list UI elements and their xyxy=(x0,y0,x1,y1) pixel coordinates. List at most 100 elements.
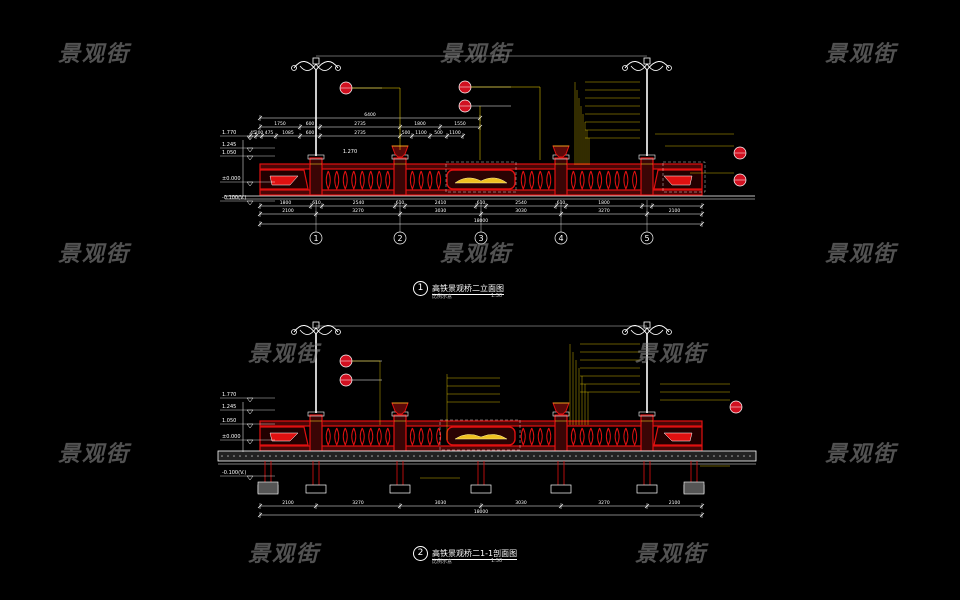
dim-label: 600 xyxy=(306,121,315,127)
baluster xyxy=(579,170,585,191)
slab-hatch-dot xyxy=(245,455,247,457)
grid-axis-label: 2 xyxy=(397,234,402,243)
slab-hatch-dot xyxy=(683,455,685,457)
slab-hatch-dot xyxy=(551,455,553,457)
baluster xyxy=(334,170,340,191)
drawing-subtitle: 比例示意 xyxy=(432,294,453,300)
lamp-arm xyxy=(293,61,339,71)
dim-tick xyxy=(313,503,319,509)
slab-hatch-dot xyxy=(605,455,607,457)
lamp-head xyxy=(335,65,341,71)
dim-tick xyxy=(273,133,279,139)
slab-hatch-dot xyxy=(515,455,517,457)
slab-hatch-dot xyxy=(473,455,475,457)
slab-hatch-dot xyxy=(743,455,745,457)
grid-axis-label: 1 xyxy=(313,234,318,243)
baluster xyxy=(546,170,552,191)
dim-tick xyxy=(437,124,443,130)
lamp-head xyxy=(335,329,341,335)
detail-box xyxy=(662,161,706,193)
pillar xyxy=(640,157,654,196)
grid-axis-bubble xyxy=(309,231,323,245)
slab-hatch-dot xyxy=(485,455,487,457)
bottom-rail xyxy=(259,189,703,196)
slab-hatch-dot xyxy=(455,455,457,457)
baluster xyxy=(579,427,585,447)
deck-slab xyxy=(217,450,757,462)
slab-hatch-dot xyxy=(329,455,331,457)
slab-hatch-dot xyxy=(281,455,283,457)
dim-tick xyxy=(257,211,263,217)
lamp-arm xyxy=(293,325,339,335)
footing xyxy=(389,484,411,494)
centre-panel xyxy=(446,426,516,446)
baluster xyxy=(376,427,382,447)
slab-hatch-dot xyxy=(431,455,433,457)
baluster xyxy=(529,427,535,447)
dim-tick xyxy=(257,115,263,121)
slab-hatch-dot xyxy=(527,455,529,457)
level-label: 1.050 xyxy=(222,150,236,156)
slab-hatch-dot xyxy=(653,455,655,457)
slab-hatch-dot xyxy=(341,455,343,457)
dim-tick xyxy=(297,133,303,139)
slab-hatch-dot xyxy=(395,455,397,457)
lamp-arm xyxy=(624,61,670,71)
slab-hatch-dot xyxy=(323,455,325,457)
dim-label: 500 xyxy=(434,130,443,136)
drawing-title: 高铁景观桥二1-1剖面图 xyxy=(432,549,518,560)
slab-hatch-dot xyxy=(305,455,307,457)
slab-hatch-dot xyxy=(257,455,259,457)
grid-axis-bubble xyxy=(393,231,407,245)
end-panel-inlay xyxy=(663,175,693,186)
slab-hatch-dot xyxy=(545,455,547,457)
baluster xyxy=(632,170,638,191)
slab-hatch-dot xyxy=(539,455,541,457)
footing xyxy=(305,484,327,494)
level-label: 1.245 xyxy=(222,142,236,148)
slab-hatch-dot xyxy=(617,455,619,457)
slab-hatch-dot xyxy=(287,455,289,457)
baluster xyxy=(614,170,620,191)
baluster xyxy=(520,170,526,191)
baluster xyxy=(632,427,638,447)
slab-hatch-dot xyxy=(707,455,709,457)
lamp-finial xyxy=(312,57,320,65)
dim-label: 610 xyxy=(312,200,321,206)
slab-hatch-dot xyxy=(263,455,265,457)
level-symbol xyxy=(246,475,254,481)
slab-hatch-dot xyxy=(311,455,313,457)
pillar xyxy=(393,414,407,452)
bottom-rail xyxy=(259,445,703,452)
slab-hatch-dot xyxy=(587,455,589,457)
lamp-finial xyxy=(643,57,651,65)
slab-hatch-dot xyxy=(749,455,751,457)
level-symbol xyxy=(246,439,254,445)
slab-hatch-dot xyxy=(449,455,451,457)
slab-hatch-dot xyxy=(659,455,661,457)
top-rail xyxy=(259,420,703,427)
level-symbol xyxy=(246,181,254,187)
baluster xyxy=(570,427,576,447)
dim-label: 2100 xyxy=(669,500,681,506)
urn-planter xyxy=(552,402,570,415)
detail-box xyxy=(445,161,517,193)
level-label: 1.050 xyxy=(222,418,236,424)
slab-hatch-dot xyxy=(401,455,403,457)
slab-hatch-dot xyxy=(275,455,277,457)
grid-axis-label: 4 xyxy=(558,234,563,243)
dim-label: 3030 xyxy=(515,208,527,214)
drawing-scale: 1:50 xyxy=(491,293,503,299)
baluster xyxy=(623,170,629,191)
dim-label: 6400 xyxy=(364,112,376,118)
slab-hatch-dot xyxy=(569,455,571,457)
slab-hatch-dot xyxy=(467,455,469,457)
baluster xyxy=(351,427,357,447)
dim-tick xyxy=(297,124,303,130)
dim-tick xyxy=(392,203,398,209)
grid-axis-label: 3 xyxy=(478,234,483,243)
baluster xyxy=(537,170,543,191)
baluster xyxy=(597,427,603,447)
